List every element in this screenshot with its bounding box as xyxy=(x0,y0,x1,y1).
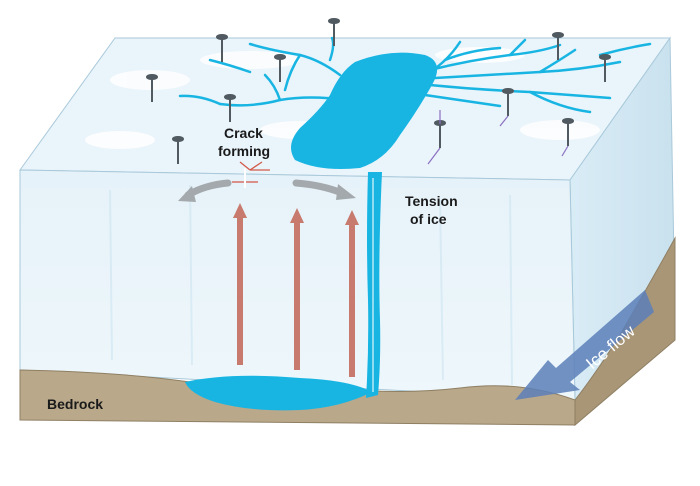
stress-arrow-icon xyxy=(233,203,247,365)
surface-meltwater-channels xyxy=(178,36,652,142)
gps-pole-icon xyxy=(172,136,184,164)
stress-arrow-icon xyxy=(290,208,304,370)
gps-poles xyxy=(146,18,611,164)
gps-pole-icon xyxy=(599,54,611,82)
tension-label-line1: Tension xyxy=(405,193,458,209)
subglacial-meltwater xyxy=(185,375,372,411)
stress-arrow-icon xyxy=(345,210,359,377)
uplift-arrows xyxy=(233,203,359,377)
gps-pole-icon xyxy=(562,118,574,146)
gps-pole-icon xyxy=(146,74,158,102)
moulin-channel xyxy=(366,172,382,398)
gps-pole-icon xyxy=(274,54,286,82)
tension-arrows xyxy=(178,179,356,202)
gps-pole-icon xyxy=(502,88,514,116)
gps-pole-icon xyxy=(328,18,340,46)
bedrock-label: Bedrock xyxy=(47,396,103,412)
supraglacial-lake xyxy=(291,52,438,169)
crack-forming-label-line2: forming xyxy=(218,143,270,159)
crack-forming-label-line1: Crack xyxy=(224,125,263,141)
gps-pole-icon xyxy=(224,94,236,122)
ice-streaks xyxy=(109,184,513,386)
pole-displacement-arrows xyxy=(427,110,569,165)
gps-pole-icon xyxy=(216,34,228,62)
tension-label-line2: of ice xyxy=(410,211,447,227)
crack-forming-arrows xyxy=(232,161,270,183)
gps-pole-icon xyxy=(552,32,564,60)
